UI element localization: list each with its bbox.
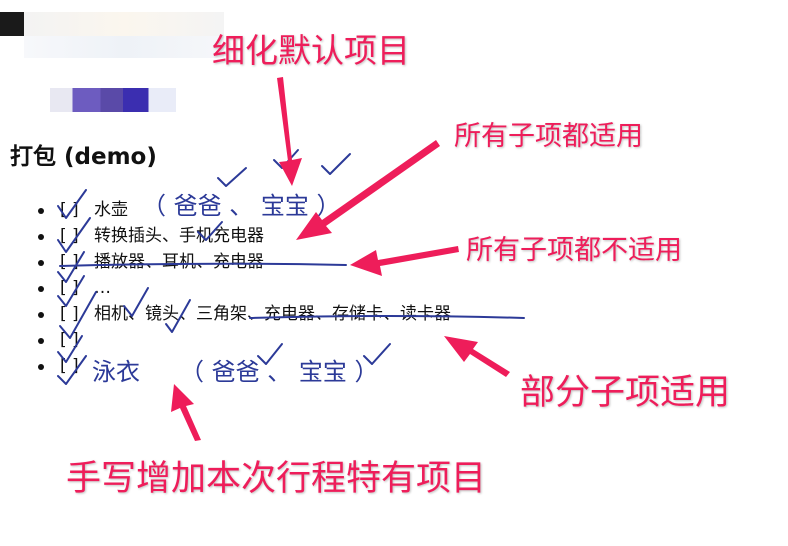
bullet: [38, 364, 44, 370]
annotation-some-apply: 部分子项适用: [520, 373, 731, 413]
arrow-icon: [171, 384, 201, 441]
checkbox[interactable]: [ ]: [60, 330, 79, 350]
check-mark-icon: [273, 149, 299, 169]
annotation-none-apply: 所有子项都不适用: [466, 235, 682, 266]
bullet: [38, 338, 44, 344]
checkbox[interactable]: [ ]: [60, 226, 79, 246]
bullet: [38, 234, 44, 240]
bullet: [38, 208, 44, 214]
check-mark-icon: [217, 167, 247, 187]
handwritten-new-item: 泳衣: [92, 358, 140, 386]
item-text: 水壶: [94, 200, 128, 220]
annotation-handwritten-add: 手写增加本次行程特有项目: [66, 459, 487, 499]
redacted-header-line: [24, 36, 224, 58]
item-text: 转换插头、手机充电器: [94, 226, 264, 246]
item-text: 相机、镜头、三角架、充电器、存储卡、读卡器: [94, 304, 451, 324]
checkbox[interactable]: [ ]: [60, 200, 79, 220]
arrow-icon: [277, 77, 302, 186]
redacted-nav-bar: [50, 88, 176, 112]
bullet: [38, 260, 44, 266]
annotation-all-apply: 所有子项都适用: [454, 121, 643, 152]
check-mark-icon: [321, 153, 351, 175]
redacted-logo: [0, 12, 24, 36]
check-mark-icon: [257, 343, 283, 365]
annotation-refine-defaults: 细化默认项目: [212, 31, 410, 70]
bullet: [38, 312, 44, 318]
handwritten-note: （ 爸爸 、 宝宝 ）: [180, 358, 379, 386]
page-title: 打包 (demo): [10, 144, 157, 170]
checkbox[interactable]: [ ]: [60, 252, 79, 272]
checkbox[interactable]: [ ]: [60, 304, 79, 324]
bullet: [38, 286, 44, 292]
arrow-icon: [296, 140, 440, 240]
arrow-icon: [350, 246, 459, 276]
redacted-header-block: [24, 12, 224, 36]
checkbox[interactable]: [ ]: [60, 278, 79, 298]
item-text: 播放器、耳机、充电器: [94, 252, 264, 272]
arrow-icon: [444, 336, 510, 377]
handwritten-note: （ 爸爸 、 宝宝 ）: [142, 192, 341, 220]
check-mark-icon: [363, 343, 391, 365]
checkbox[interactable]: [ ]: [60, 356, 79, 376]
item-text: …: [94, 278, 111, 298]
